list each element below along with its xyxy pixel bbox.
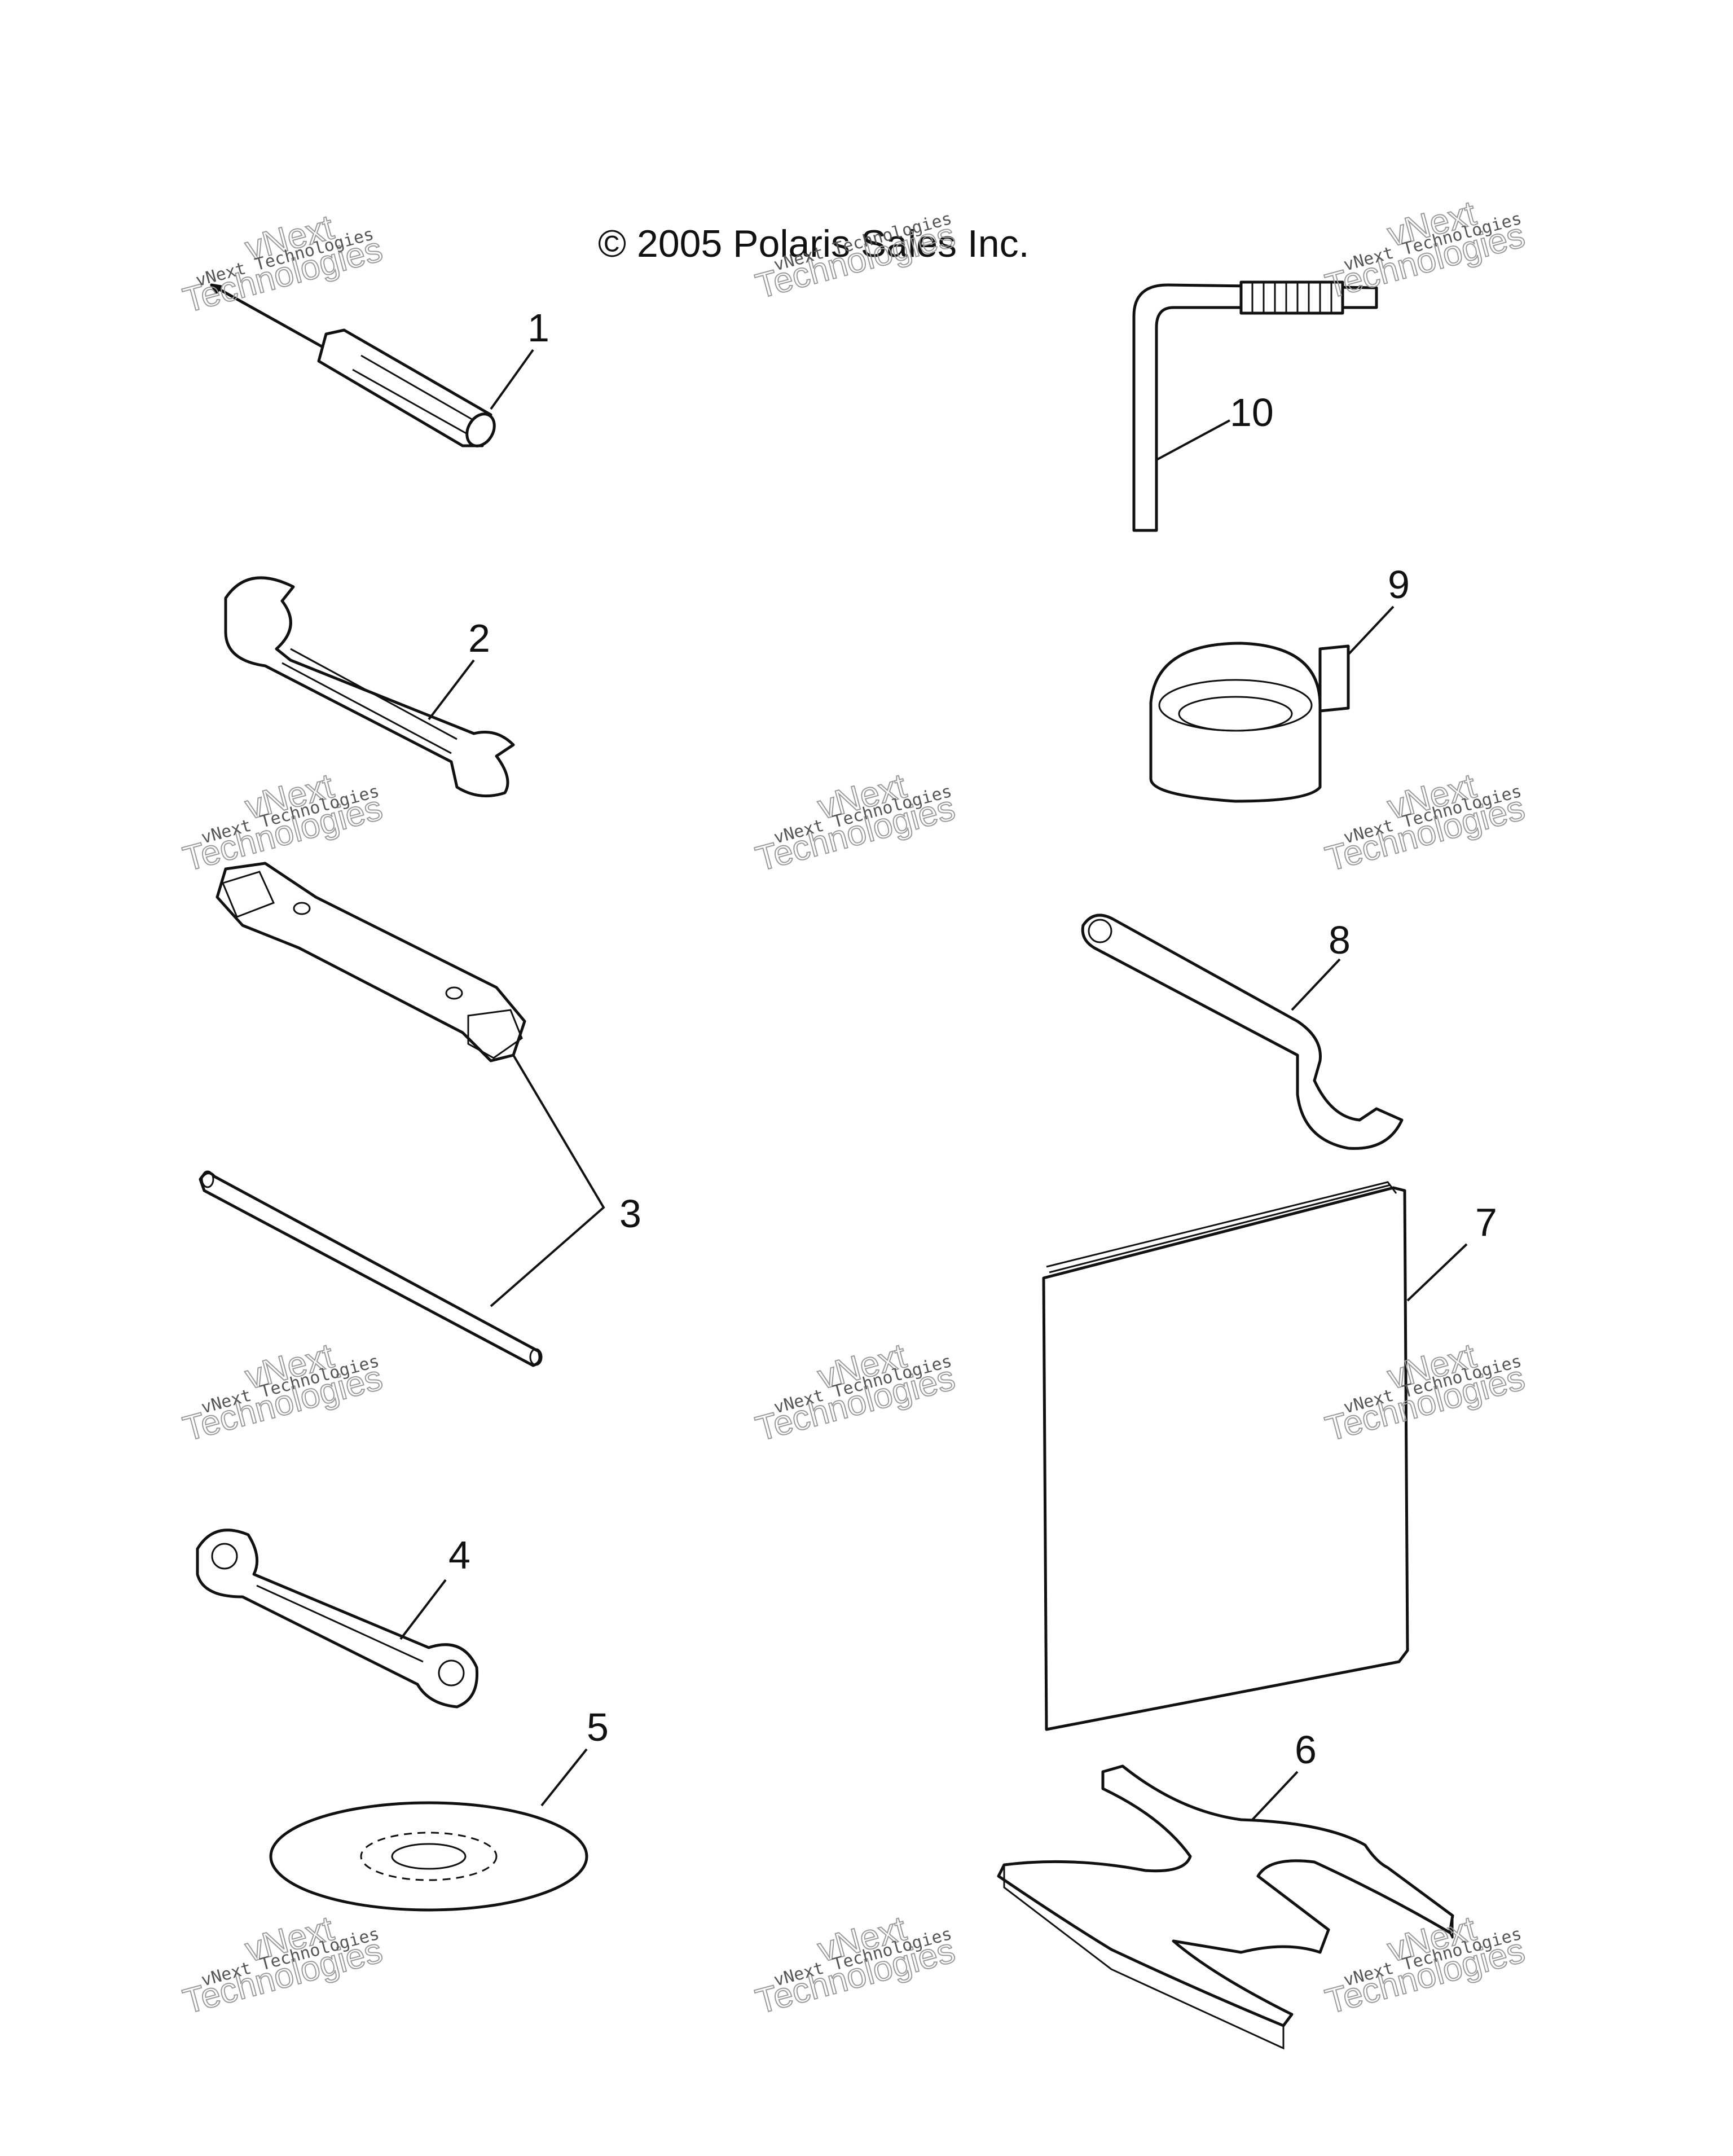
part-coiled-strap: [1149, 642, 1350, 803]
leader-6: [1251, 1771, 1299, 1821]
part-tommy-bar: [199, 1170, 543, 1367]
copyright-text: © 2005 Polaris Sales Inc.: [598, 222, 1030, 265]
callout-1: 1: [527, 306, 549, 350]
part-hook-spanner: [1081, 914, 1404, 1150]
part-box-end-wrench: [196, 1529, 479, 1709]
watermark-row2-left: vNext Technologies vNext Technologies: [178, 766, 386, 879]
part-open-end-wrench: [224, 576, 515, 798]
leader-3: [490, 1054, 605, 1307]
callout-9: 9: [1388, 563, 1410, 607]
callout-3: 3: [619, 1192, 641, 1236]
leader-9: [1347, 605, 1395, 656]
watermark-row2-right: vNext Technologies vNext Technologies: [1321, 766, 1529, 879]
watermark-row4-center: vNext Technologies vNext Technologies: [751, 1908, 959, 2022]
callout-10: 10: [1230, 390, 1274, 434]
watermark-row4-left: vNext Technologies vNext Technologies: [178, 1908, 386, 2022]
callout-6: 6: [1295, 1728, 1317, 1772]
watermark-top-right: vNext Technologies vNext Technologies: [1321, 193, 1529, 306]
part-screwdriver: [210, 283, 496, 447]
callout-2: 2: [468, 616, 490, 660]
callout-4: 4: [448, 1533, 470, 1577]
watermark-row2-center: vNext Technologies vNext Technologies: [751, 766, 959, 879]
part-socket-wrench: [215, 862, 526, 1062]
leader-4: [399, 1579, 447, 1640]
part-hex-key: [1132, 280, 1378, 532]
part-fork-spanner: [997, 1764, 1454, 2050]
leader-7: [1406, 1243, 1468, 1302]
part-owners-manual: [1042, 1181, 1409, 1731]
leader-2: [428, 659, 475, 721]
leader-10: [1156, 419, 1230, 461]
part-disc: [269, 1801, 588, 1912]
callout-8: 8: [1329, 918, 1351, 962]
callout-5: 5: [587, 1705, 609, 1749]
leader-8: [1291, 958, 1341, 1011]
leader-1: [490, 349, 534, 410]
callout-7: 7: [1475, 1200, 1497, 1244]
watermark-row3-center: vNext Technologies vNext Technologies: [751, 1336, 959, 1449]
leader-5: [540, 1748, 588, 1807]
watermark-top-left: vNext Technologies vNext Technologies: [178, 207, 386, 320]
watermark-row3-left: vNext Technologies vNext Technologies: [178, 1336, 386, 1449]
